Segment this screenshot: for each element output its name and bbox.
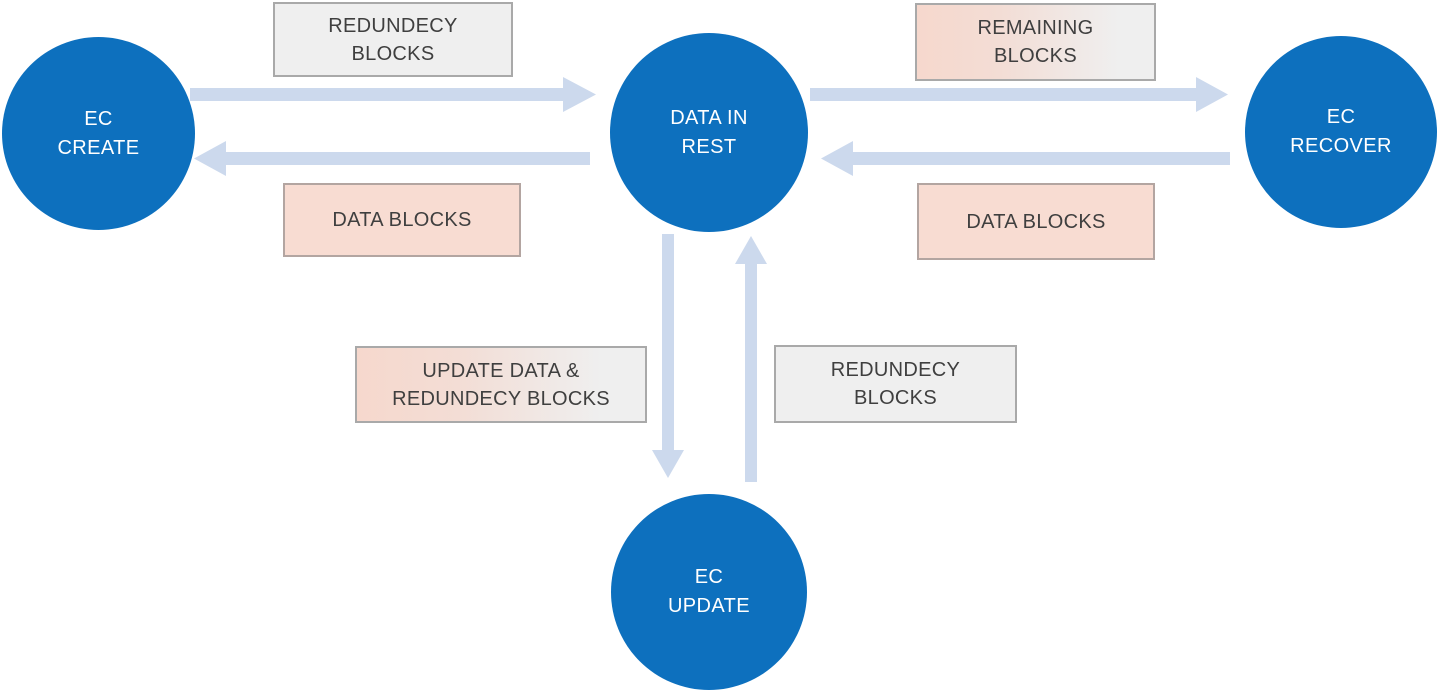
node-ec-update: EC UPDATE [611,494,807,690]
edge-label-redundecy-blocks-top: REDUNDECY BLOCKS [273,2,513,77]
arrow-recover-to-rest-icon [821,141,1230,176]
edge-label-data-blocks-left: DATA BLOCKS [283,183,521,257]
node-ec-recover: EC RECOVER [1245,36,1437,228]
edge-label-redundecy-blocks-bottom: REDUNDECY BLOCKS [774,345,1017,423]
edge-label-remaining-blocks: REMAINING BLOCKS [915,3,1156,81]
arrow-rest-to-update-icon [652,234,684,478]
arrow-update-to-rest-icon [735,236,767,482]
arrow-rest-to-recover-icon [810,77,1228,112]
arrow-create-to-rest-icon [190,77,596,112]
node-ec-create: EC CREATE [2,37,195,230]
node-data-in-rest: DATA IN REST [610,33,808,232]
arrow-rest-to-create-icon [194,141,590,176]
edge-label-update-data-redundecy-blocks: UPDATE DATA & REDUNDECY BLOCKS [355,346,647,423]
edge-label-data-blocks-right: DATA BLOCKS [917,183,1155,260]
